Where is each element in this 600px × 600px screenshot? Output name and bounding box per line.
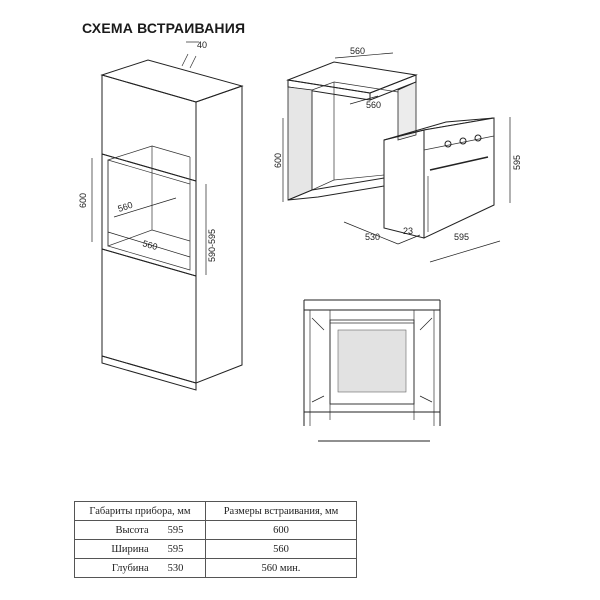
row-install-value: 600 [205, 520, 357, 540]
table-header-row: Габариты прибора, мм Размеры встраивания… [74, 501, 357, 521]
row-device-value: 595 [167, 543, 184, 555]
row-label: Глубина [111, 562, 149, 574]
row-install-value: 560 [205, 539, 357, 559]
niche-depth-label: 560 [366, 100, 381, 110]
front-view-drawing [303, 299, 441, 442]
oven-width-label: 595 [454, 232, 469, 242]
niche-height-label: 600 [78, 193, 88, 208]
inner-depth-label: 560 [117, 200, 134, 214]
spec-table: Габариты прибора, мм Размеры встраивания… [74, 501, 357, 578]
row-label: Высота [115, 524, 149, 536]
table-row: Глубина 530 560 мин. [74, 558, 357, 578]
side-height-label: 590-595 [207, 229, 217, 262]
tall-cabinet-drawing [91, 41, 244, 391]
niche-height-right-label: 600 [273, 153, 283, 168]
oven-drawing [343, 117, 511, 263]
table-cell-device: Ширина 595 [74, 539, 206, 559]
niche-width-top-label: 560 [350, 46, 365, 56]
row-install-value: 560 мин. [205, 558, 357, 578]
oven-height-label: 595 [512, 155, 522, 170]
table-row: Ширина 595 560 [74, 539, 357, 559]
page-title: СХЕМА ВСТРАИВАНИЯ [82, 20, 246, 36]
row-label: Ширина [111, 543, 149, 555]
table-row: Высота 595 600 [74, 520, 357, 540]
top-gap-label: 40 [197, 40, 207, 50]
niche-box-drawing [282, 52, 418, 202]
table-cell-device: Глубина 530 [74, 558, 206, 578]
row-device-value: 595 [167, 524, 184, 536]
table-header-install: Размеры встраивания, мм [205, 501, 357, 521]
table-cell-device: Высота 595 [74, 520, 206, 540]
oven-depth-label: 530 [365, 232, 380, 242]
oven-panel-label: 23 [403, 226, 413, 236]
niche-width-label: 560 [141, 238, 158, 252]
row-device-value: 530 [167, 562, 184, 574]
table-header-device: Габариты прибора, мм [74, 501, 206, 521]
